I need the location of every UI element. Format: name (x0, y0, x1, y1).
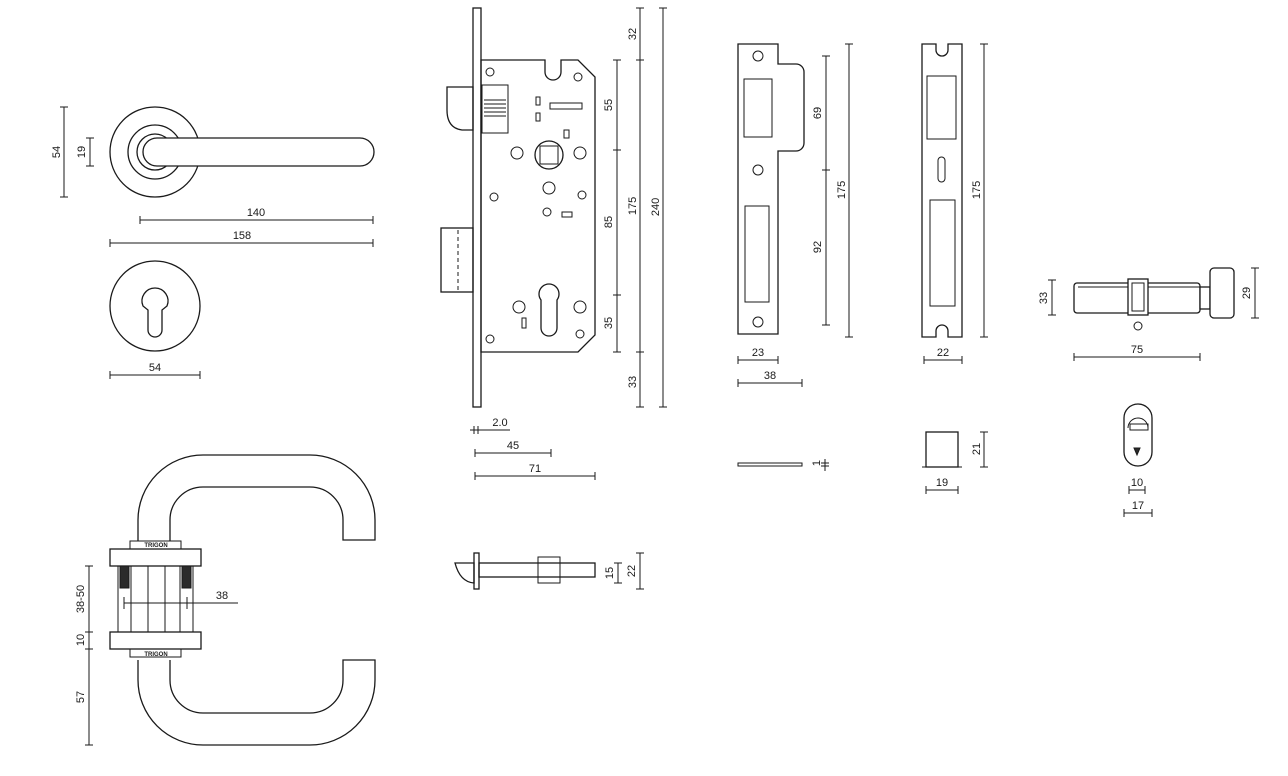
dim-lock-case: 175 (627, 197, 639, 215)
dim-lock-mid: 85 (603, 216, 615, 228)
dim-latch-width: 15 (604, 567, 616, 579)
lever-handle-side-view: TRIGON TRIGON 38 38-50 10 57 (75, 454, 376, 746)
brand-logo-top: TRIGON (144, 543, 167, 549)
dim-door-thickness: 38-50 (75, 585, 87, 613)
escutcheon-view: 54 (109, 260, 201, 379)
dim-strike2-height: 175 (971, 181, 983, 199)
dim-handle-length: 140 (247, 207, 265, 219)
dim-cylinder-profile: 17 (1132, 500, 1144, 512)
mortise-lock-view: 55 85 35 32 175 33 240 2.0 45 71 (440, 7, 667, 480)
dim-grip-diameter: 19 (76, 146, 88, 158)
dim-strike-height: 175 (836, 181, 848, 199)
dim-box-height: 21 (971, 443, 983, 455)
dim-spindle: 38 (216, 590, 228, 602)
dim-strike-thickness: 1 (811, 460, 823, 466)
dim-backset: 45 (507, 440, 519, 452)
lever-handle-view: 54 19 140 158 (51, 106, 375, 247)
dim-cylinder-length: 75 (1131, 344, 1143, 356)
dim-lock-top: 32 (627, 28, 639, 40)
brand-logo-bottom: TRIGON (144, 652, 167, 658)
dim-handle-projection: 57 (75, 691, 87, 703)
dim-cylinder-knob: 29 (1241, 287, 1253, 299)
dim-cylinder-height: 33 (1038, 292, 1050, 304)
dim-faceplate-thickness: 2.0 (492, 417, 507, 429)
dim-rose-thickness: 10 (75, 634, 87, 646)
dim-box-width: 19 (936, 477, 948, 489)
dim-strike2-width: 22 (937, 347, 949, 359)
dim-latch-depth: 22 (626, 565, 638, 577)
dim-strike-outer: 38 (764, 370, 776, 382)
lock-top-view: 15 22 (454, 552, 644, 590)
dim-escutcheon: 54 (149, 362, 161, 374)
dim-rose-height: 54 (51, 146, 63, 158)
dim-strike-inner: 23 (752, 347, 764, 359)
dim-strike-lower: 92 (812, 241, 824, 253)
dim-lock-lower: 35 (603, 317, 615, 329)
dim-lock-total: 240 (650, 198, 662, 216)
cylinder-view: 33 29 75 10 17 (1038, 267, 1259, 517)
strike-plate-2-view: 175 22 21 19 (921, 43, 988, 494)
dim-cylinder-cam: 10 (1131, 477, 1143, 489)
dim-strike-upper: 69 (812, 107, 824, 119)
strike-plate-view: 69 92 175 23 38 1 (737, 43, 853, 471)
dim-handle-total: 158 (233, 230, 251, 242)
dim-case-depth: 71 (529, 463, 541, 475)
dim-lock-bottom: 33 (627, 376, 639, 388)
dim-lock-upper: 55 (603, 99, 615, 111)
